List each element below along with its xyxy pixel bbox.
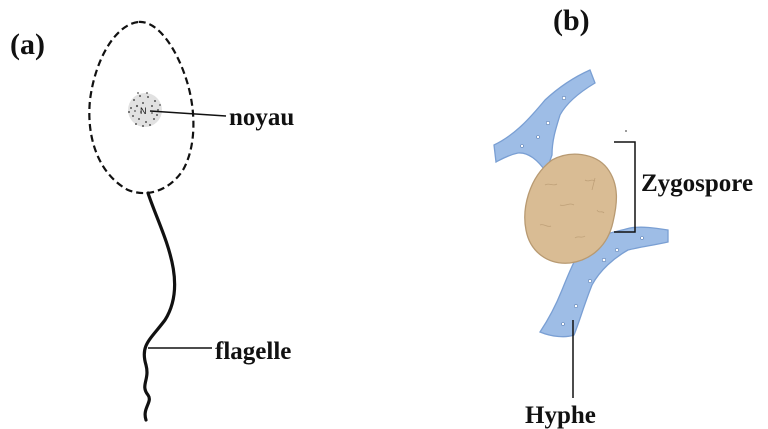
zygospore-structure <box>494 70 668 398</box>
zygospore-label: Zygospore <box>641 171 753 196</box>
nucleus-mark: N <box>140 106 147 116</box>
flagellum-label: flagelle <box>215 339 291 364</box>
zygospore-bracket <box>614 142 635 232</box>
hypha-label: Hyphe <box>525 403 596 428</box>
panel-b-label: (b) <box>553 6 590 36</box>
flagellum <box>144 193 174 420</box>
panel-a-label: (a) <box>10 30 45 60</box>
nucleus-label: noyau <box>229 105 294 130</box>
flagellated-cell: N <box>89 22 226 420</box>
